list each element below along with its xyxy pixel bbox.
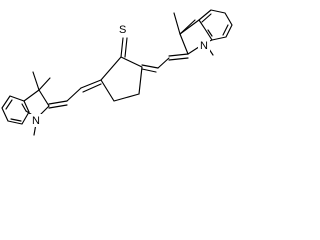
right-benzene-inner-bond-3 xyxy=(207,29,213,37)
left-chain-bond-1 xyxy=(66,87,82,102)
left-ring-bond-3 xyxy=(23,89,40,102)
structure-canvas: S N N xyxy=(0,0,239,146)
right-nitrogen-label-background xyxy=(198,39,210,52)
left-cyclopentane-double-bond-inner xyxy=(82,83,102,93)
left-benzene-inner-bond-3 xyxy=(21,103,27,112)
left-exocyclic-double-bond-b xyxy=(48,104,68,109)
right-chain-bond-2 xyxy=(141,64,159,69)
right-chain-bond-1 xyxy=(157,57,170,69)
left-exocyclic-double-bond-a xyxy=(48,100,68,105)
left-benzene-ring xyxy=(1,95,30,125)
left-nitrogen-atom-label: N xyxy=(32,115,40,127)
right-exocyclic-double-bond-b xyxy=(168,57,189,61)
thione-double-bond-a xyxy=(120,37,124,58)
left-benzene-inner-bond-1 xyxy=(5,99,13,110)
chemical-structure-diagram: S N N xyxy=(1,9,233,136)
sulfur-label-background xyxy=(117,22,129,36)
left-cyclopentane-double-bond xyxy=(80,79,102,89)
right-nitrogen-atom-label: N xyxy=(200,40,208,52)
right-exocyclic-double-bond-a xyxy=(168,53,189,57)
right-cyclopentane-double-bond xyxy=(141,68,157,73)
bonds-group xyxy=(1,9,233,136)
right-benzene-ring xyxy=(198,9,233,41)
central-cyclopentane-ring xyxy=(100,56,143,102)
sulfur-atom-label: S xyxy=(119,24,126,36)
left-gem-methyl-1 xyxy=(32,71,40,91)
left-ring-bond-1 xyxy=(38,89,50,107)
right-benzene-inner-bond-1 xyxy=(201,13,212,23)
thione-double-bond-b xyxy=(124,37,128,58)
right-benzene-inner-bond-2 xyxy=(222,24,229,36)
left-nitrogen-label-background xyxy=(30,114,42,127)
right-gem-methyl-1 xyxy=(173,12,181,35)
left-gem-methyl-2 xyxy=(38,77,51,91)
left-benzene-inner-bond-2 xyxy=(10,118,22,122)
right-ring-bond-2 xyxy=(179,33,189,55)
right-gem-methyl-2 xyxy=(179,19,196,35)
